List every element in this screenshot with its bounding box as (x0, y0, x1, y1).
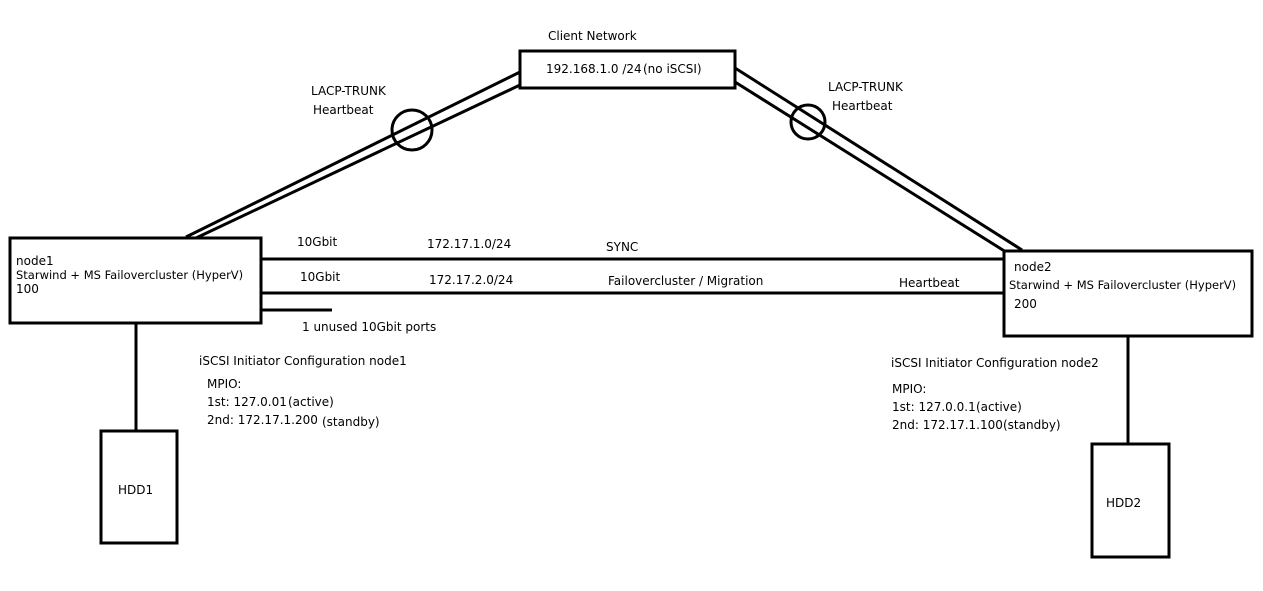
node1-id: 100 (16, 282, 39, 296)
client-network-box (518, 49, 737, 90)
hdd1-box (99, 429, 179, 545)
right-trunk-label-1: LACP-TRUNK (828, 80, 903, 94)
right-trunk-ring (789, 103, 827, 141)
left-trunk-ring (390, 108, 434, 152)
hdd2-label: HDD2 (1106, 496, 1142, 510)
right-trunk-line-b (734, 80, 1007, 254)
unused-ports-label: 1 unused 10Gbit ports (302, 320, 437, 334)
iscsi-node2-mpio: MPIO: (892, 382, 927, 396)
client-network-title: Client Network (548, 29, 637, 43)
sync-subnet: 172.17.1.0/24 (427, 237, 512, 251)
node2-description: Starwind + MS Failovercluster (HyperV) (1009, 278, 1237, 292)
iscsi-node1-first-state: (active) (288, 395, 334, 409)
iscsi-node1-title: iSCSI Initiator Configuration node1 (199, 354, 407, 368)
left-trunk-line-b (195, 83, 521, 240)
sync-purpose: SYNC (606, 240, 639, 254)
sync-speed: 10Gbit (297, 235, 338, 249)
client-network-note: (no iSCSI) (643, 62, 702, 76)
iscsi-node2-first: 1st: 127.0.0.1 (892, 400, 976, 414)
hdd1-label: HDD1 (118, 483, 154, 497)
migration-purpose: Failovercluster / Migration (608, 274, 764, 288)
iscsi-node1-first: 1st: 127.0.01 (207, 395, 287, 409)
iscsi-node1-second: 2nd: 172.17.1.200 (207, 413, 318, 427)
iscsi-node2-title: iSCSI Initiator Configuration node2 (891, 356, 1099, 370)
migration-subnet: 172.17.2.0/24 (429, 273, 514, 287)
node1-name: node1 (16, 254, 54, 268)
node2-id: 200 (1014, 297, 1037, 311)
iscsi-node2-second-state: (standby) (1003, 418, 1061, 432)
migration-speed: 10Gbit (300, 270, 341, 284)
migration-heartbeat: Heartbeat (899, 276, 960, 290)
node1-box (8, 236, 263, 325)
left-trunk-line-a (185, 70, 521, 239)
left-trunk-label-2: Heartbeat (313, 103, 374, 117)
client-network-subnet: 192.168.1.0 /24 (546, 62, 642, 76)
iscsi-node2-first-state: (active) (976, 400, 1022, 414)
iscsi-node1-second-state: (standby) (322, 415, 380, 429)
iscsi-node1-mpio: MPIO: (207, 377, 242, 391)
right-trunk-line-a (734, 66, 1023, 252)
hdd2-box (1090, 442, 1171, 559)
node2-name: node2 (1014, 260, 1052, 274)
iscsi-node2-second: 2nd: 172.17.1.100 (892, 418, 1003, 432)
right-trunk-label-2: Heartbeat (832, 99, 893, 113)
left-trunk-label-1: LACP-TRUNK (311, 84, 386, 98)
node1-description: Starwind + MS Failovercluster (HyperV) (16, 268, 244, 282)
